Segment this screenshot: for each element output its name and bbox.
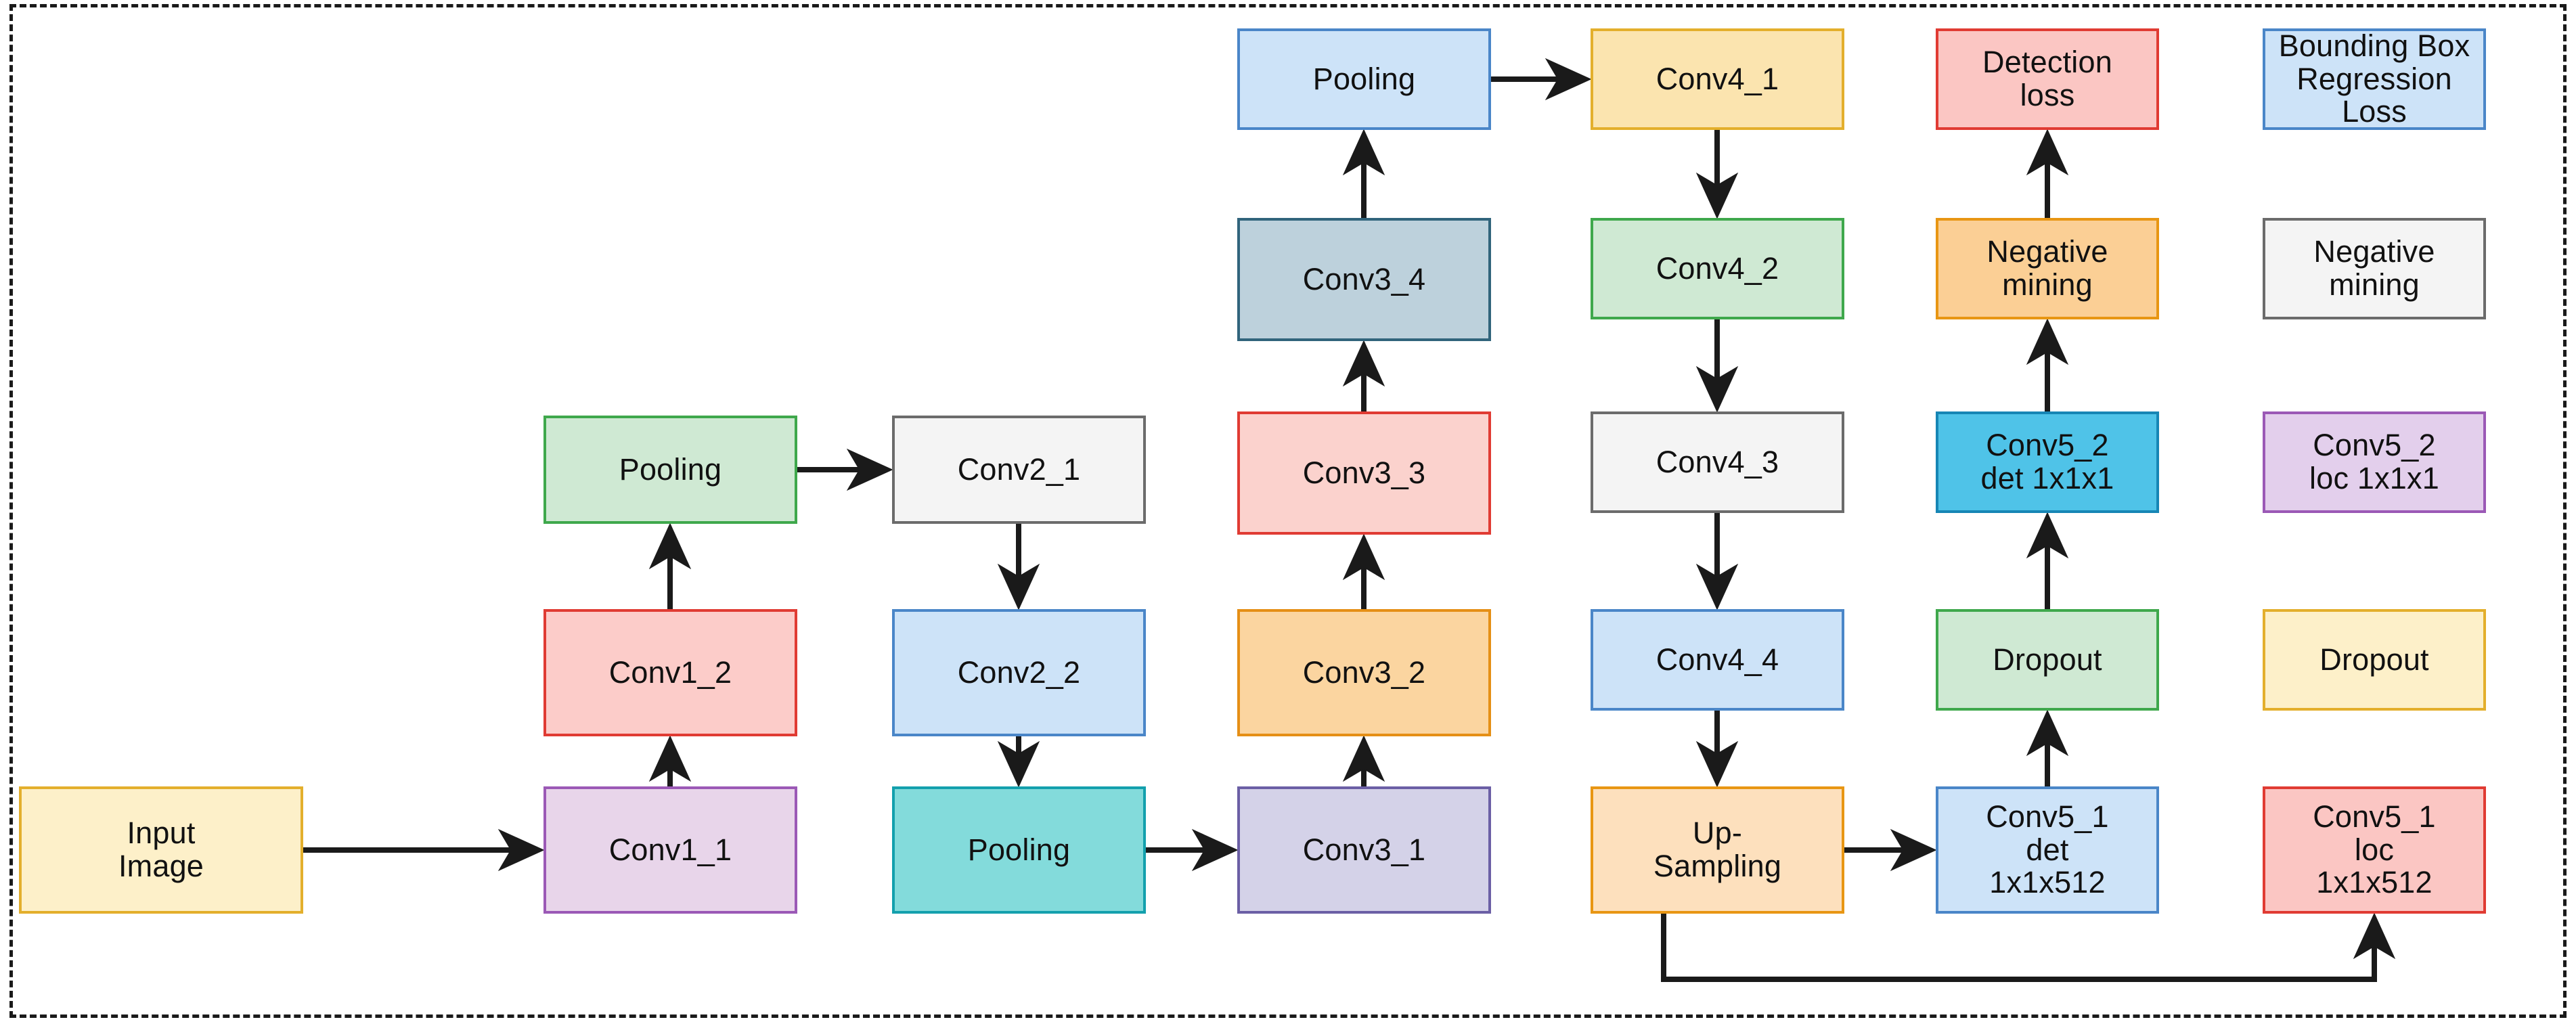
- node-input-image[interactable]: Input Image: [19, 786, 303, 914]
- node-conv4-1[interactable]: Conv4_1: [1591, 28, 1844, 130]
- diagram-dashed-frame: [9, 4, 2567, 1018]
- node-conv1-2[interactable]: Conv1_2: [543, 609, 797, 736]
- node-conv4-2[interactable]: Conv4_2: [1591, 218, 1844, 319]
- node-conv3-1[interactable]: Conv3_1: [1237, 786, 1491, 914]
- node-conv3-4[interactable]: Conv3_4: [1237, 218, 1491, 341]
- node-up-sampling[interactable]: Up- Sampling: [1591, 786, 1844, 914]
- node-negative-mining-loc[interactable]: Negative mining: [2263, 218, 2486, 319]
- node-conv2-1[interactable]: Conv2_1: [892, 416, 1146, 524]
- node-bbox-regression-loss[interactable]: Bounding Box Regression Loss: [2263, 28, 2486, 130]
- node-conv4-3[interactable]: Conv4_3: [1591, 411, 1844, 513]
- node-conv1-1[interactable]: Conv1_1: [543, 786, 797, 914]
- node-conv3-3[interactable]: Conv3_3: [1237, 411, 1491, 535]
- node-pooling-1[interactable]: Pooling: [543, 416, 797, 524]
- node-dropout-loc[interactable]: Dropout: [2263, 609, 2486, 711]
- node-conv5-2-loc[interactable]: Conv5_2 loc 1x1x1: [2263, 411, 2486, 513]
- node-pooling-2[interactable]: Pooling: [892, 786, 1146, 914]
- node-negative-mining-det[interactable]: Negative mining: [1936, 218, 2159, 319]
- node-conv5-1-loc[interactable]: Conv5_1 loc 1x1x512: [2263, 786, 2486, 914]
- node-conv2-2[interactable]: Conv2_2: [892, 609, 1146, 736]
- node-conv4-4[interactable]: Conv4_4: [1591, 609, 1844, 711]
- node-dropout-det[interactable]: Dropout: [1936, 609, 2159, 711]
- node-conv3-2[interactable]: Conv3_2: [1237, 609, 1491, 736]
- node-conv5-1-det[interactable]: Conv5_1 det 1x1x512: [1936, 786, 2159, 914]
- node-detection-loss[interactable]: Detection loss: [1936, 28, 2159, 130]
- node-pooling-3[interactable]: Pooling: [1237, 28, 1491, 130]
- node-conv5-2-det[interactable]: Conv5_2 det 1x1x1: [1936, 411, 2159, 513]
